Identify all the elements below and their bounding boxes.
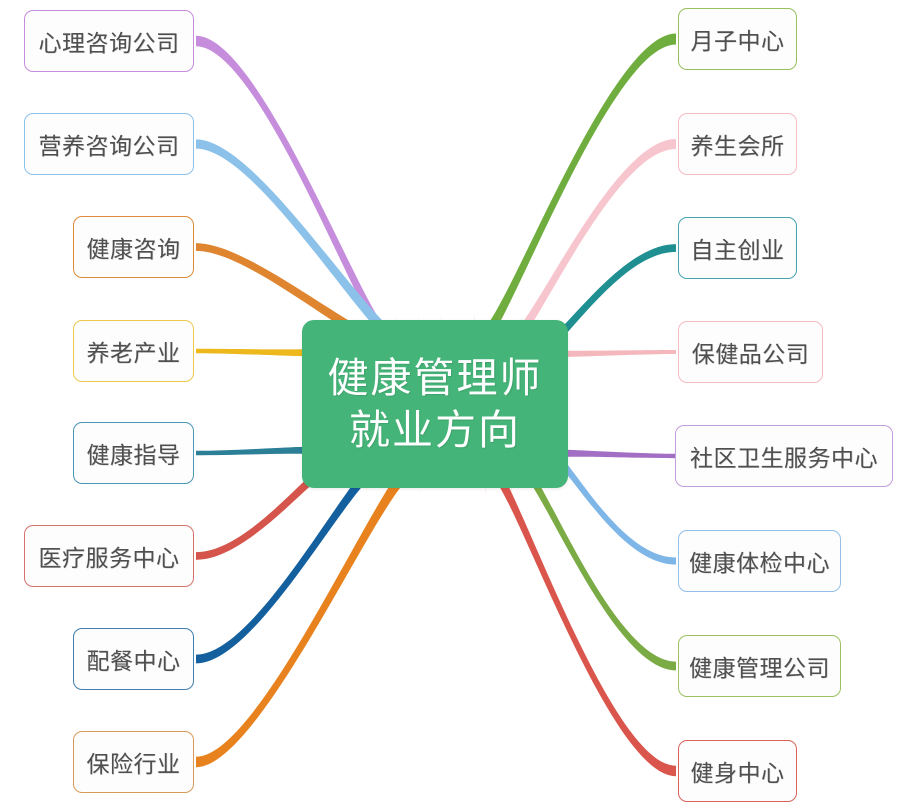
branch-node-right-6[interactable]: 健康管理公司 xyxy=(678,635,841,697)
branch-node-label: 保险行业 xyxy=(86,751,181,777)
branch-node-left-5[interactable]: 医疗服务中心 xyxy=(24,525,194,587)
branch-node-label: 健康指导 xyxy=(86,442,181,468)
branch-node-right-7[interactable]: 健身中心 xyxy=(678,740,797,802)
branch-node-right-2[interactable]: 自主创业 xyxy=(678,217,797,279)
branch-node-left-3[interactable]: 养老产业 xyxy=(73,320,194,382)
branch-node-right-5[interactable]: 健康体检中心 xyxy=(678,530,841,592)
branch-node-left-1[interactable]: 营养咨询公司 xyxy=(24,113,194,175)
center-node[interactable]: 健康管理师 就业方向 xyxy=(302,320,568,488)
branch-node-label: 养生会所 xyxy=(690,133,785,159)
branch-node-label: 健身中心 xyxy=(690,760,785,786)
branch-node-label: 月子中心 xyxy=(690,28,785,54)
ribbon-elderly-industry xyxy=(196,347,313,357)
center-title-line-2: 就业方向 xyxy=(349,407,521,453)
center-title-line-1: 健康管理师 xyxy=(327,354,543,401)
branch-node-left-0[interactable]: 心理咨询公司 xyxy=(24,10,194,72)
ribbon-fitness-center xyxy=(485,456,676,777)
branch-node-right-1[interactable]: 养生会所 xyxy=(678,113,797,175)
branch-node-left-4[interactable]: 健康指导 xyxy=(73,422,194,484)
branch-node-label: 健康咨询 xyxy=(86,236,181,262)
branch-node-label: 保健品公司 xyxy=(691,341,810,367)
ribbon-maternity-center xyxy=(474,33,676,352)
branch-node-label: 养老产业 xyxy=(86,340,181,366)
branch-node-right-3[interactable]: 保健品公司 xyxy=(678,321,823,383)
branch-node-label: 医疗服务中心 xyxy=(38,545,180,571)
branch-node-left-7[interactable]: 保险行业 xyxy=(73,731,194,793)
branch-node-label: 健康体检中心 xyxy=(689,550,830,576)
branch-node-right-0[interactable]: 月子中心 xyxy=(678,8,797,70)
branch-node-label: 自主创业 xyxy=(690,237,785,263)
ribbon-psychology-consulting xyxy=(196,35,397,352)
ribbon-health-guidance xyxy=(196,446,313,457)
branch-node-label: 社区卫生服务中心 xyxy=(690,445,878,471)
branch-node-label: 配餐中心 xyxy=(86,648,181,674)
ribbon-health-products xyxy=(558,348,676,357)
branch-node-left-2[interactable]: 健康咨询 xyxy=(73,216,194,278)
ribbon-community-health xyxy=(558,449,676,460)
branch-node-right-4[interactable]: 社区卫生服务中心 xyxy=(675,425,893,487)
branch-node-label: 心理咨询公司 xyxy=(38,30,180,56)
branch-node-label: 健康管理公司 xyxy=(689,655,830,681)
branch-node-left-6[interactable]: 配餐中心 xyxy=(73,628,194,690)
ribbon-insurance-industry xyxy=(196,456,421,768)
branch-node-label: 营养咨询公司 xyxy=(38,133,180,159)
